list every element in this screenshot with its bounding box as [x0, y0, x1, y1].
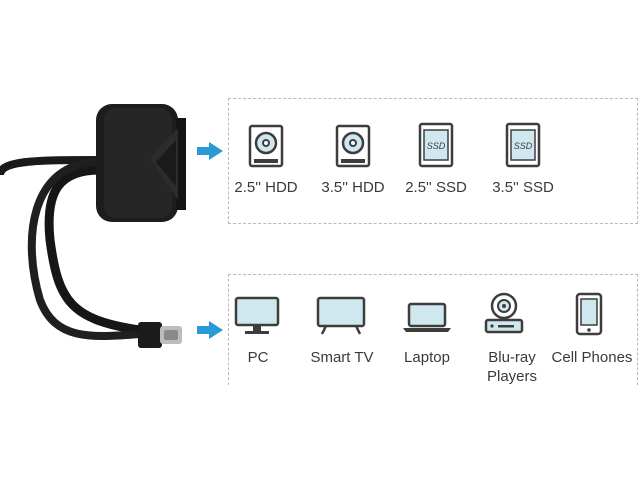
ssd-icon: SSD: [418, 122, 454, 168]
device-label-pc: PC: [247, 349, 269, 366]
ssd-icon: SSD: [505, 122, 541, 168]
storage-label-2-5-hdd: 2.5'' HDD: [234, 179, 298, 196]
laptop-icon: [403, 302, 451, 332]
bluray-player-icon: [484, 292, 524, 334]
ssd-chip-text: SSD: [514, 141, 533, 151]
ssd-chip-text: SSD: [427, 141, 446, 151]
sata-adapter-product-image: [0, 104, 186, 348]
arrow-right-icon: [197, 321, 223, 339]
device-label-bluray-line2: Players: [486, 368, 538, 385]
tv-icon: [316, 296, 366, 335]
storage-label-3-5-ssd: 3.5'' SSD: [492, 179, 554, 196]
device-label-bluray: Blu-ray Players: [474, 348, 550, 386]
arrow-right-icon: [197, 142, 223, 160]
storage-label-2-5-ssd: 2.5'' SSD: [405, 179, 467, 196]
monitor-icon: [234, 296, 280, 334]
device-label-laptop: Laptop: [404, 349, 450, 366]
device-label-smart-tv: Smart TV: [310, 349, 374, 366]
phone-icon: [575, 292, 603, 336]
device-label-bluray-line1: Blu-ray: [488, 349, 536, 366]
hdd-icon: [335, 124, 371, 168]
device-label-cell-phones: Cell Phones: [551, 349, 633, 366]
hdd-icon: [248, 124, 284, 168]
storage-label-3-5-hdd: 3.5'' HDD: [321, 179, 385, 196]
